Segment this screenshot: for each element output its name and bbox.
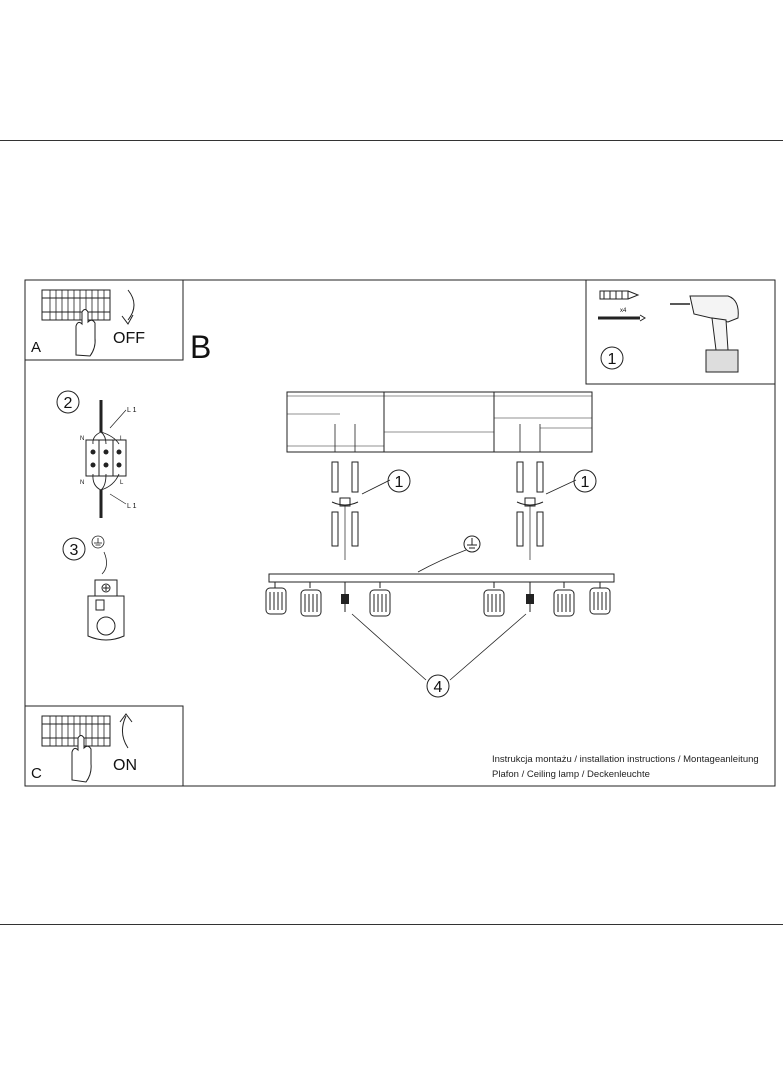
- footer-caption: Instrukcja montażu / installation instru…: [492, 752, 759, 782]
- wire-label-bottom: L 1: [127, 503, 137, 510]
- breaker-box-icon: [41, 715, 111, 747]
- earth-terminal-icon: [87, 579, 125, 641]
- step-4-number: 4: [434, 679, 443, 696]
- terminal-block-icon: [85, 439, 127, 477]
- hand-icon: [75, 309, 96, 357]
- wall-plug-icon: [599, 290, 640, 300]
- step-3-number: 3: [70, 542, 79, 559]
- main-frame: [24, 279, 776, 787]
- spotlights: [265, 582, 611, 617]
- curved-arrow-down-icon: [127, 289, 135, 321]
- spotlight: [589, 582, 611, 615]
- anchor-count: x4: [620, 308, 627, 314]
- lamp-bar: [268, 573, 615, 583]
- step-2-number: 2: [64, 395, 73, 412]
- wire-label-l-bottom: L: [120, 480, 124, 486]
- hand-icon: [71, 735, 92, 783]
- mounting-set-right: [516, 461, 544, 560]
- wire-label-n-bottom: N: [80, 480, 84, 486]
- step-1-number-left: 1: [395, 474, 404, 491]
- spotlight: [265, 582, 287, 615]
- wire-label-n-top: N: [80, 436, 84, 442]
- wire-label-l-top: L: [120, 436, 124, 442]
- panel-c: ON C: [24, 705, 184, 787]
- panel-a-letter: A: [31, 339, 41, 356]
- breaker-box-icon: [41, 289, 111, 321]
- ground-symbol-icon: [463, 535, 481, 553]
- panel-c-action: ON: [113, 757, 137, 774]
- spotlight: [483, 582, 505, 617]
- drill-icon: [670, 295, 739, 373]
- panel-b-letter: B: [190, 329, 211, 365]
- step-1-number-tools: 1: [608, 351, 617, 368]
- ground-symbol-icon: [91, 535, 105, 549]
- wiring-step: 2 L 1 L 1 N L N L: [56, 390, 137, 518]
- mounting-set-left: [331, 461, 359, 560]
- ceiling-slab: [286, 391, 593, 453]
- instruction-sheet-frame: [0, 140, 783, 925]
- spotlight: [369, 582, 391, 617]
- earth-step: 3: [62, 535, 125, 641]
- tools-box: x4 1: [585, 279, 776, 385]
- panel-c-letter: C: [31, 765, 42, 782]
- bar-screw-right: [526, 582, 534, 612]
- curved-arrow-up-icon: [122, 715, 129, 749]
- panel-a-action: OFF: [113, 330, 145, 347]
- panel-a: OFF A: [24, 279, 184, 361]
- footer-line-1: Instrukcja montażu / installation instru…: [492, 754, 759, 765]
- wire-label-top: L 1: [127, 407, 137, 414]
- footer-line-2: Plafon / Ceiling lamp / Deckenleuchte: [492, 769, 650, 780]
- spotlight: [300, 582, 322, 617]
- step-1-number-right: 1: [581, 474, 590, 491]
- bar-screw-left: [341, 582, 349, 612]
- screw-icon: [598, 314, 646, 322]
- spotlight: [553, 582, 575, 617]
